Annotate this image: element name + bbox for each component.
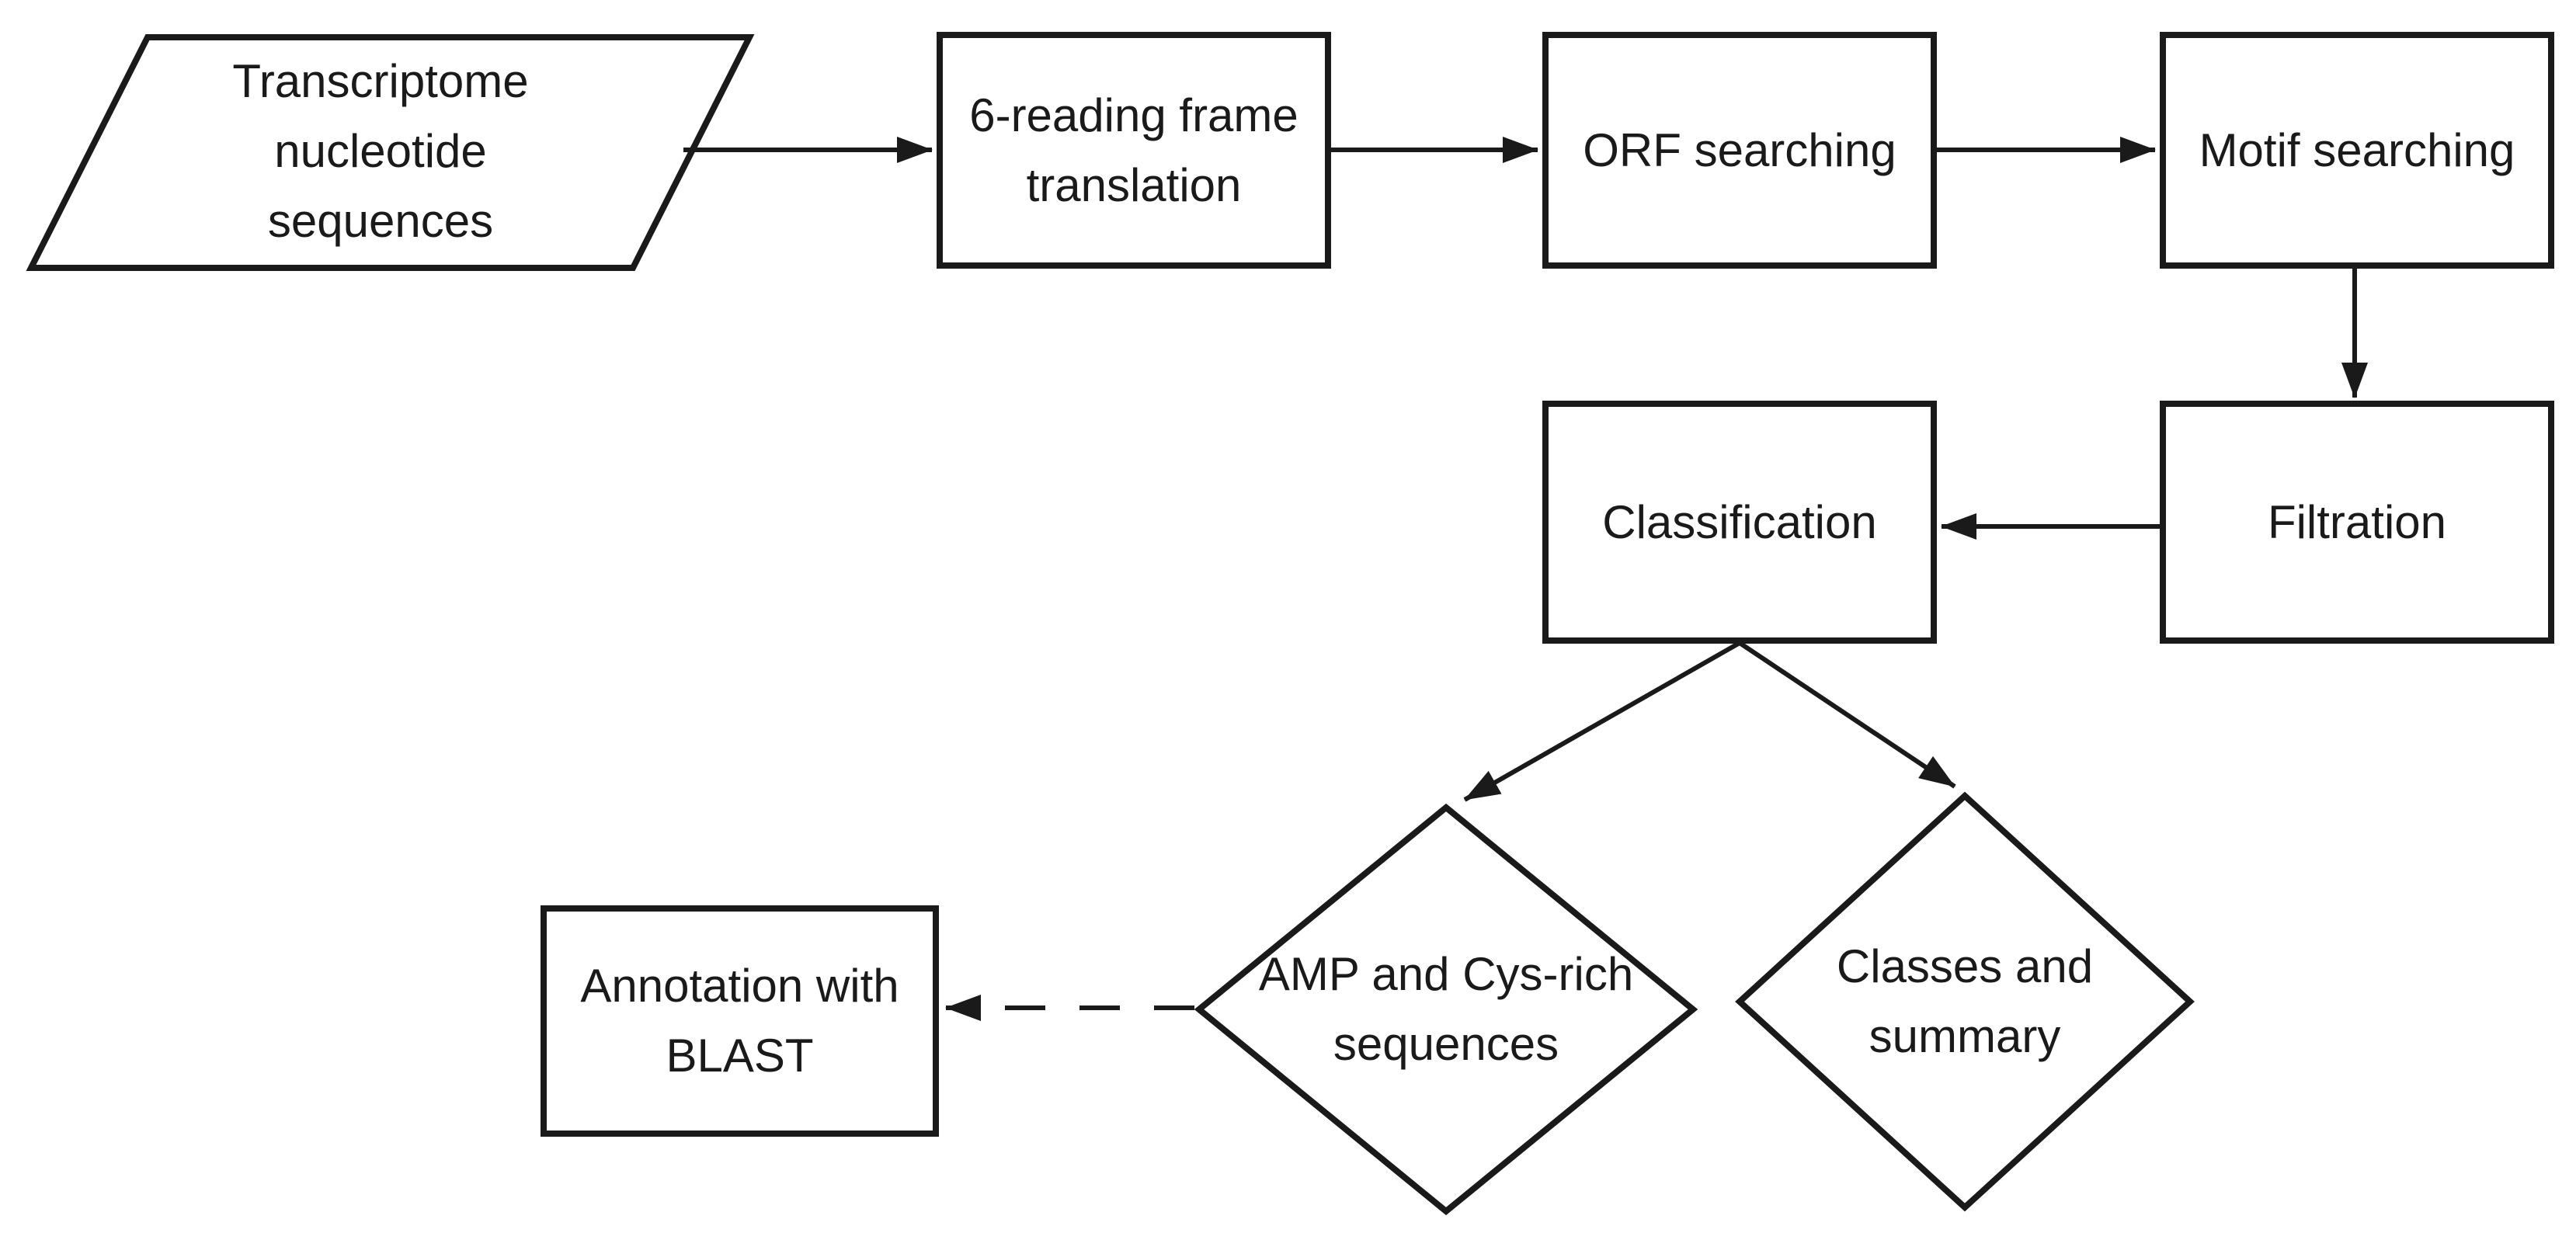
node-classification-shape (1542, 401, 1937, 644)
edge-classification-to-amp (1463, 641, 1741, 802)
node-annotation-shape (541, 905, 939, 1137)
node-orf-shape (1542, 32, 1937, 269)
node-motif-shape (2160, 32, 2554, 269)
node-amp-shape (1194, 803, 1698, 1216)
node-input-shape (26, 34, 755, 271)
node-translation-shape (937, 32, 1331, 269)
node-filtration-shape (2160, 401, 2554, 644)
edge-classification-to-classes (1738, 641, 1956, 789)
node-classes-shape (1735, 791, 2195, 1212)
